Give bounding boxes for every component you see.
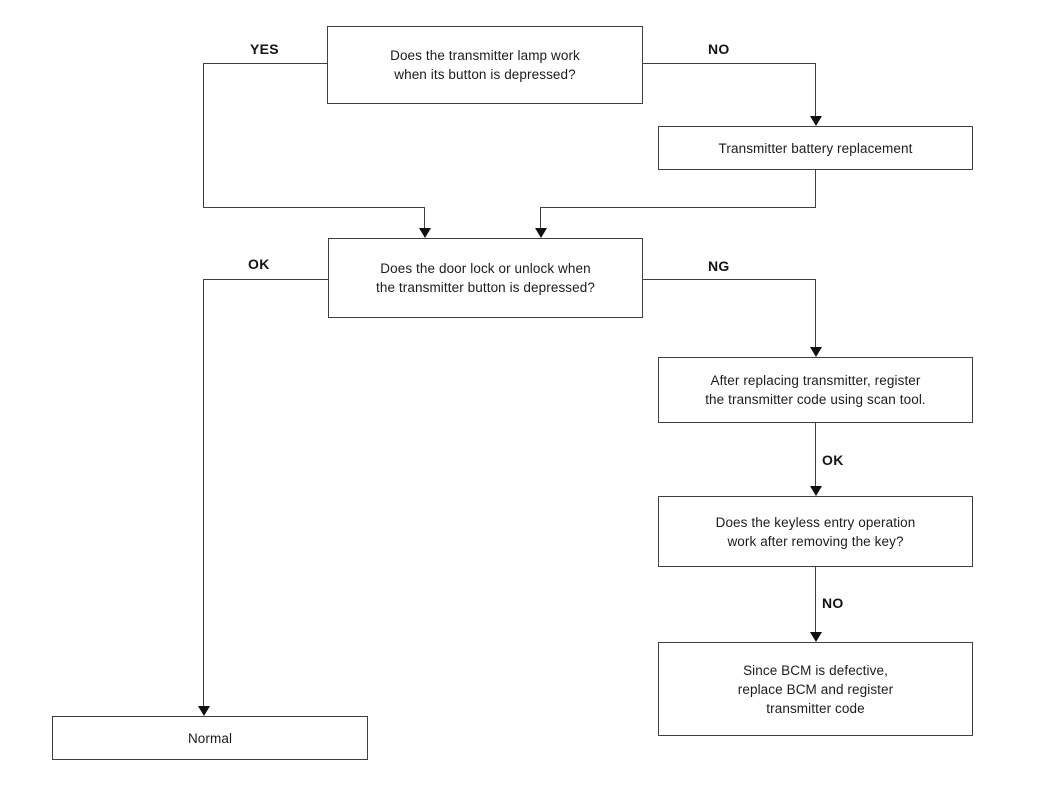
edge-battery-horizontal (540, 207, 816, 208)
arrowhead-into-bcm (810, 632, 822, 642)
node-replace-bcm: Since BCM is defective, replace BCM and … (658, 642, 973, 736)
node-normal: Normal (52, 716, 368, 760)
edge-yes-horizontal-top (203, 63, 327, 64)
arrowhead-into-battery (810, 116, 822, 126)
node-battery-replacement-text: Transmitter battery replacement (718, 140, 913, 156)
node-question-keyless-entry: Does the keyless entry operation work af… (658, 496, 973, 567)
node-question-transmitter-lamp: Does the transmitter lamp work when its … (327, 26, 643, 104)
edge-ok-left-horizontal (203, 279, 328, 280)
edge-ng-horizontal (643, 279, 816, 280)
edge-label-yes: YES (250, 41, 279, 57)
edge-label-ok-left: OK (248, 256, 270, 272)
edge-label-ng: NG (708, 258, 730, 274)
edge-label-no-right: NO (822, 595, 844, 611)
node-question-keyless-entry-text: Does the keyless entry operation work af… (715, 514, 916, 549)
edge-label-ok-right: OK (822, 452, 844, 468)
edge-no-right-drop (815, 567, 816, 633)
edge-label-no-top: NO (708, 41, 730, 57)
node-register-transmitter-code-text: After replacing transmitter, register th… (705, 373, 926, 407)
node-normal-text: Normal (187, 730, 233, 746)
edge-ok-right-drop (815, 423, 816, 487)
arrowhead-into-normal (198, 706, 210, 716)
arrowhead-yes-into-q-door (419, 228, 431, 238)
edge-no-horizontal (643, 63, 816, 64)
edge-ok-left-vertical (203, 279, 204, 707)
node-register-transmitter-code: After replacing transmitter, register th… (658, 357, 973, 423)
node-question-transmitter-lamp-text: Does the transmitter lamp work when its … (390, 48, 580, 82)
node-question-door-lock-text: Does the door lock or unlock when the tr… (376, 261, 595, 295)
edge-yes-vertical (203, 63, 204, 207)
node-battery-replacement: Transmitter battery replacement (658, 126, 973, 170)
node-question-door-lock: Does the door lock or unlock when the tr… (328, 238, 643, 318)
edge-battery-vertical (815, 170, 816, 208)
arrowhead-battery-into-q-door (535, 228, 547, 238)
arrowhead-into-register (810, 347, 822, 357)
edge-no-drop (815, 63, 816, 117)
node-replace-bcm-text: Since BCM is defective, replace BCM and … (737, 662, 894, 716)
arrowhead-into-q-keyless (810, 486, 822, 496)
edge-yes-drop (424, 207, 425, 229)
edge-battery-drop (540, 207, 541, 229)
edge-yes-horizontal-bottom (203, 207, 424, 208)
edge-ng-drop (815, 279, 816, 348)
